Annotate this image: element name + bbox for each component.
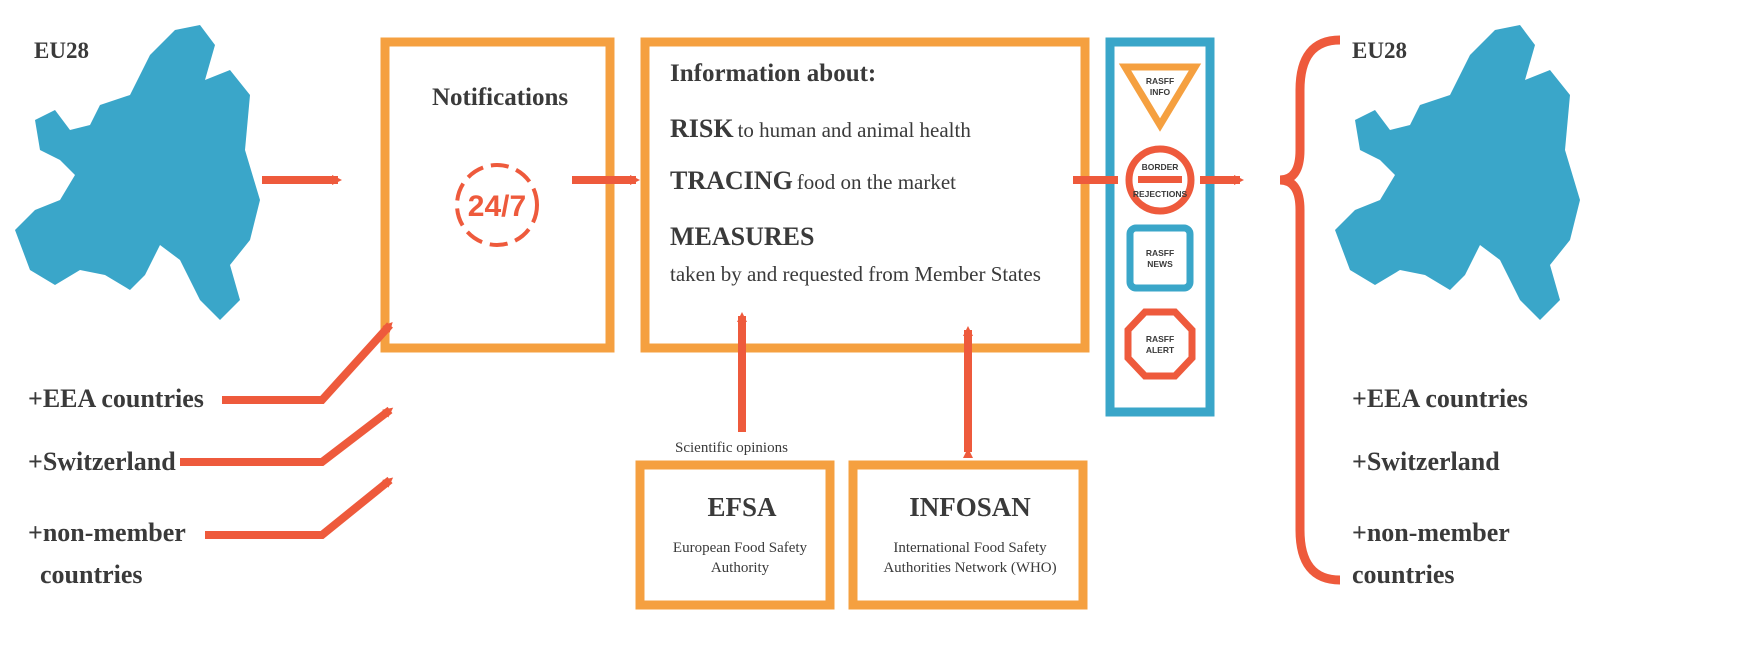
notifications-title: Notifications [432, 84, 569, 111]
eu-map-left-icon [15, 25, 260, 320]
arrow-switzerland-to-notifications [180, 406, 394, 466]
left-country-countries: countries [40, 560, 143, 589]
left-country-nonmember: +non-member [28, 518, 186, 547]
right-country-switzerland: +Switzerland [1352, 447, 1500, 476]
rasff-info-sign: RASFF INFO [1118, 63, 1202, 132]
arrow-nonmember-to-notifications [205, 476, 394, 539]
info-term-tracing: TRACING [670, 166, 793, 195]
left-country-eea: +EEA countries [28, 384, 204, 413]
info-term-risk: RISK [670, 114, 734, 143]
info-detail-measures: taken by and requested from Member State… [670, 262, 1041, 286]
info-detail-tracing: food on the market [796, 170, 956, 194]
infosan-title: INFOSAN [909, 492, 1031, 522]
infosan-subtitle-line2: Authorities Network (WHO) [883, 560, 1057, 576]
efsa-box [635, 460, 835, 610]
svg-text:RASFF: RASFF [1146, 248, 1174, 258]
efsa-subtitle-line1: European Food Safety [672, 540, 808, 556]
right-country-countries: countries [1352, 560, 1455, 589]
left-country-switzerland: +Switzerland [28, 447, 176, 476]
info-item-risk: RISK to human and animal health [670, 114, 971, 144]
rasff-signs-panel [1105, 37, 1215, 417]
information-title: Information about: [670, 60, 877, 87]
right-country-nonmember: +non-member [1352, 518, 1510, 547]
arrow-eea-to-notifications [222, 322, 393, 404]
clock-24-7-icon: 24/7 [455, 163, 539, 247]
svg-text:NEWS: NEWS [1147, 259, 1173, 269]
rasff-alert-sign: RASFF ALERT [1124, 308, 1196, 380]
information-box [640, 37, 1090, 353]
svg-text:BORDER: BORDER [1142, 162, 1179, 172]
svg-text:24/7: 24/7 [468, 190, 526, 223]
curly-brace [1279, 35, 1341, 585]
infosan-subtitle-line1: International Food Safety [893, 540, 1047, 556]
right-region-label: EU28 [1352, 38, 1407, 63]
svg-text:RASFF: RASFF [1146, 334, 1174, 344]
left-region-label: EU28 [34, 38, 89, 63]
efsa-subtitle-line2: Authority [710, 560, 770, 576]
border-rejections-sign: BORDER REJECTIONS [1125, 145, 1195, 215]
right-country-eea: +EEA countries [1352, 384, 1528, 413]
svg-text:ALERT: ALERT [1146, 345, 1175, 355]
info-detail-risk: to human and animal health [737, 118, 971, 142]
info-item-tracing: TRACING food on the market [670, 166, 956, 196]
svg-text:INFO: INFO [1150, 87, 1171, 97]
scientific-opinions-label: Scientific opinions [675, 440, 788, 456]
svg-text:RASFF: RASFF [1146, 76, 1174, 86]
infosan-box [848, 460, 1088, 610]
svg-text:REJECTIONS: REJECTIONS [1133, 189, 1188, 199]
info-term-measures: MEASURES [670, 222, 815, 251]
rasff-news-sign: RASFF NEWS [1126, 224, 1194, 292]
efsa-title: EFSA [707, 492, 777, 522]
notifications-box [380, 37, 615, 353]
eu-map-right-icon [1335, 25, 1580, 320]
